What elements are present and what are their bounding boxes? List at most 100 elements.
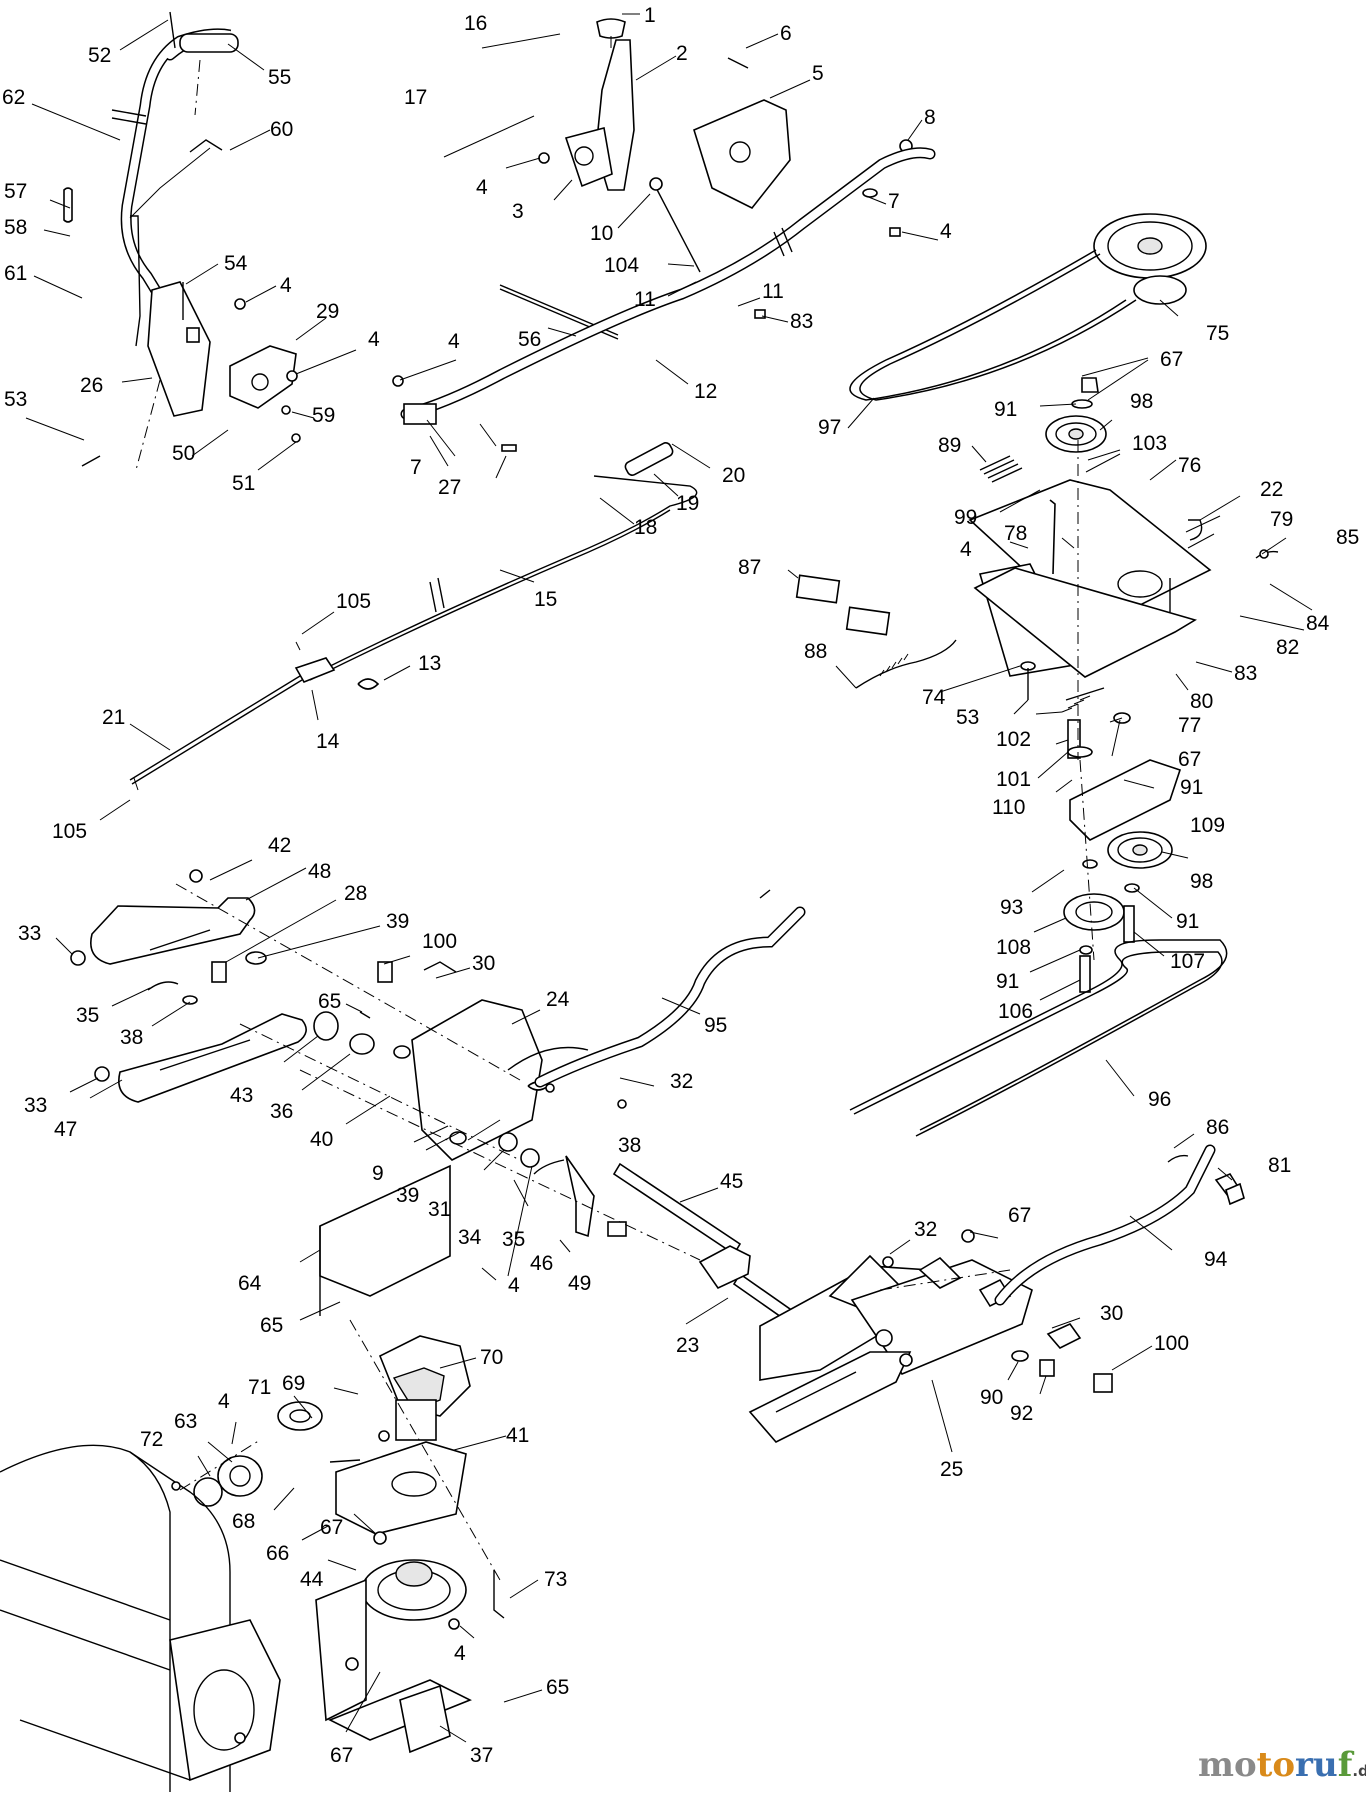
label-65: 65 bbox=[318, 990, 341, 1013]
label-8: 8 bbox=[924, 106, 936, 129]
label-91: 91 bbox=[1180, 776, 1203, 799]
label-76: 76 bbox=[1178, 454, 1201, 477]
cross-shaft bbox=[612, 1144, 1245, 1443]
handle-assembly bbox=[63, 11, 301, 471]
label-105: 105 bbox=[52, 820, 87, 843]
label-75: 75 bbox=[1206, 322, 1229, 345]
label-67: 67 bbox=[320, 1516, 343, 1539]
label-4: 4 bbox=[368, 328, 380, 351]
belt-pulley-assembly bbox=[795, 213, 1279, 993]
label-4: 4 bbox=[454, 1642, 466, 1665]
label-17: 17 bbox=[404, 86, 427, 109]
lower-belt bbox=[849, 939, 1228, 1137]
label-40: 40 bbox=[310, 1128, 333, 1151]
label-97: 97 bbox=[818, 416, 841, 439]
label-13: 13 bbox=[418, 652, 441, 675]
label-84: 84 bbox=[1306, 612, 1330, 635]
label-23: 23 bbox=[676, 1334, 699, 1357]
label-73: 73 bbox=[544, 1568, 567, 1591]
label-90: 90 bbox=[980, 1386, 1003, 1409]
label-91: 91 bbox=[996, 970, 1019, 993]
label-69: 69 bbox=[282, 1372, 305, 1395]
label-38: 38 bbox=[618, 1134, 641, 1157]
label-41: 41 bbox=[506, 1424, 529, 1447]
label-62: 62 bbox=[2, 86, 25, 109]
label-81: 81 bbox=[1268, 1154, 1291, 1177]
label-12: 12 bbox=[694, 380, 717, 403]
label-22: 22 bbox=[1260, 478, 1283, 501]
label-34: 34 bbox=[458, 1226, 482, 1249]
label-67: 67 bbox=[330, 1744, 353, 1767]
label-96: 96 bbox=[1148, 1088, 1171, 1111]
label-52: 52 bbox=[88, 44, 111, 67]
label-58: 58 bbox=[4, 216, 27, 239]
label-106: 106 bbox=[998, 1000, 1033, 1023]
label-37: 37 bbox=[470, 1744, 493, 1767]
label-7: 7 bbox=[410, 456, 422, 479]
label-83: 83 bbox=[790, 310, 813, 333]
label-110: 110 bbox=[992, 796, 1025, 819]
label-70: 70 bbox=[480, 1346, 503, 1369]
label-7: 7 bbox=[888, 190, 900, 213]
label-100: 100 bbox=[1154, 1332, 1189, 1355]
label-4: 4 bbox=[280, 274, 292, 297]
label-60: 60 bbox=[270, 118, 293, 141]
label-94: 94 bbox=[1204, 1248, 1228, 1271]
label-65: 65 bbox=[260, 1314, 283, 1337]
label-85: 85 bbox=[1336, 526, 1359, 549]
label-42: 42 bbox=[268, 834, 291, 857]
brand-logo: motoruf.de bbox=[1198, 1745, 1366, 1785]
label-92: 92 bbox=[1010, 1402, 1033, 1425]
label-103: 103 bbox=[1132, 432, 1167, 455]
shift-lever-assembly bbox=[443, 18, 913, 340]
label-83: 83 bbox=[1234, 662, 1257, 685]
label-35: 35 bbox=[502, 1228, 525, 1251]
label-15: 15 bbox=[534, 588, 557, 611]
label-54: 54 bbox=[224, 252, 248, 275]
auger-housing bbox=[0, 1439, 281, 1792]
label-101: 101 bbox=[996, 768, 1031, 791]
label-74: 74 bbox=[922, 686, 946, 709]
label-4: 4 bbox=[218, 1390, 230, 1413]
label-47: 47 bbox=[54, 1118, 77, 1141]
label-57: 57 bbox=[4, 180, 27, 203]
label-98: 98 bbox=[1130, 390, 1153, 413]
label-109: 109 bbox=[1190, 814, 1225, 837]
label-100: 100 bbox=[422, 930, 457, 953]
label-16: 16 bbox=[464, 12, 487, 35]
label-102: 102 bbox=[996, 728, 1031, 751]
label-43: 43 bbox=[230, 1084, 253, 1107]
label-61: 61 bbox=[4, 262, 27, 285]
label-77: 77 bbox=[1178, 714, 1201, 737]
label-10: 10 bbox=[590, 222, 613, 245]
linkage-plates bbox=[70, 869, 806, 1261]
label-65: 65 bbox=[546, 1676, 569, 1699]
label-55: 55 bbox=[268, 66, 291, 89]
label-28: 28 bbox=[344, 882, 367, 905]
label-105: 105 bbox=[336, 590, 371, 613]
gearbox-assembly bbox=[193, 1164, 505, 1754]
label-46: 46 bbox=[530, 1252, 553, 1275]
label-32: 32 bbox=[670, 1070, 693, 1093]
label-9: 9 bbox=[372, 1162, 384, 1185]
label-108: 108 bbox=[996, 936, 1031, 959]
leader-lines bbox=[25, 13, 1313, 1743]
label-91: 91 bbox=[994, 398, 1017, 421]
label-11: 11 bbox=[634, 288, 656, 311]
label-59: 59 bbox=[312, 404, 335, 427]
label-82: 82 bbox=[1276, 636, 1299, 659]
label-21: 21 bbox=[102, 706, 125, 729]
label-39: 39 bbox=[386, 910, 409, 933]
label-14: 14 bbox=[316, 730, 340, 753]
label-66: 66 bbox=[266, 1542, 289, 1565]
label-45: 45 bbox=[720, 1170, 743, 1193]
label-86: 86 bbox=[1206, 1116, 1229, 1139]
label-11: 11 bbox=[762, 280, 784, 303]
label-33: 33 bbox=[24, 1094, 47, 1117]
label-4: 4 bbox=[960, 538, 972, 561]
label-99: 99 bbox=[954, 506, 977, 529]
label-67: 67 bbox=[1160, 348, 1183, 371]
label-27: 27 bbox=[438, 476, 461, 499]
label-56: 56 bbox=[518, 328, 541, 351]
chute-rod bbox=[129, 442, 698, 791]
